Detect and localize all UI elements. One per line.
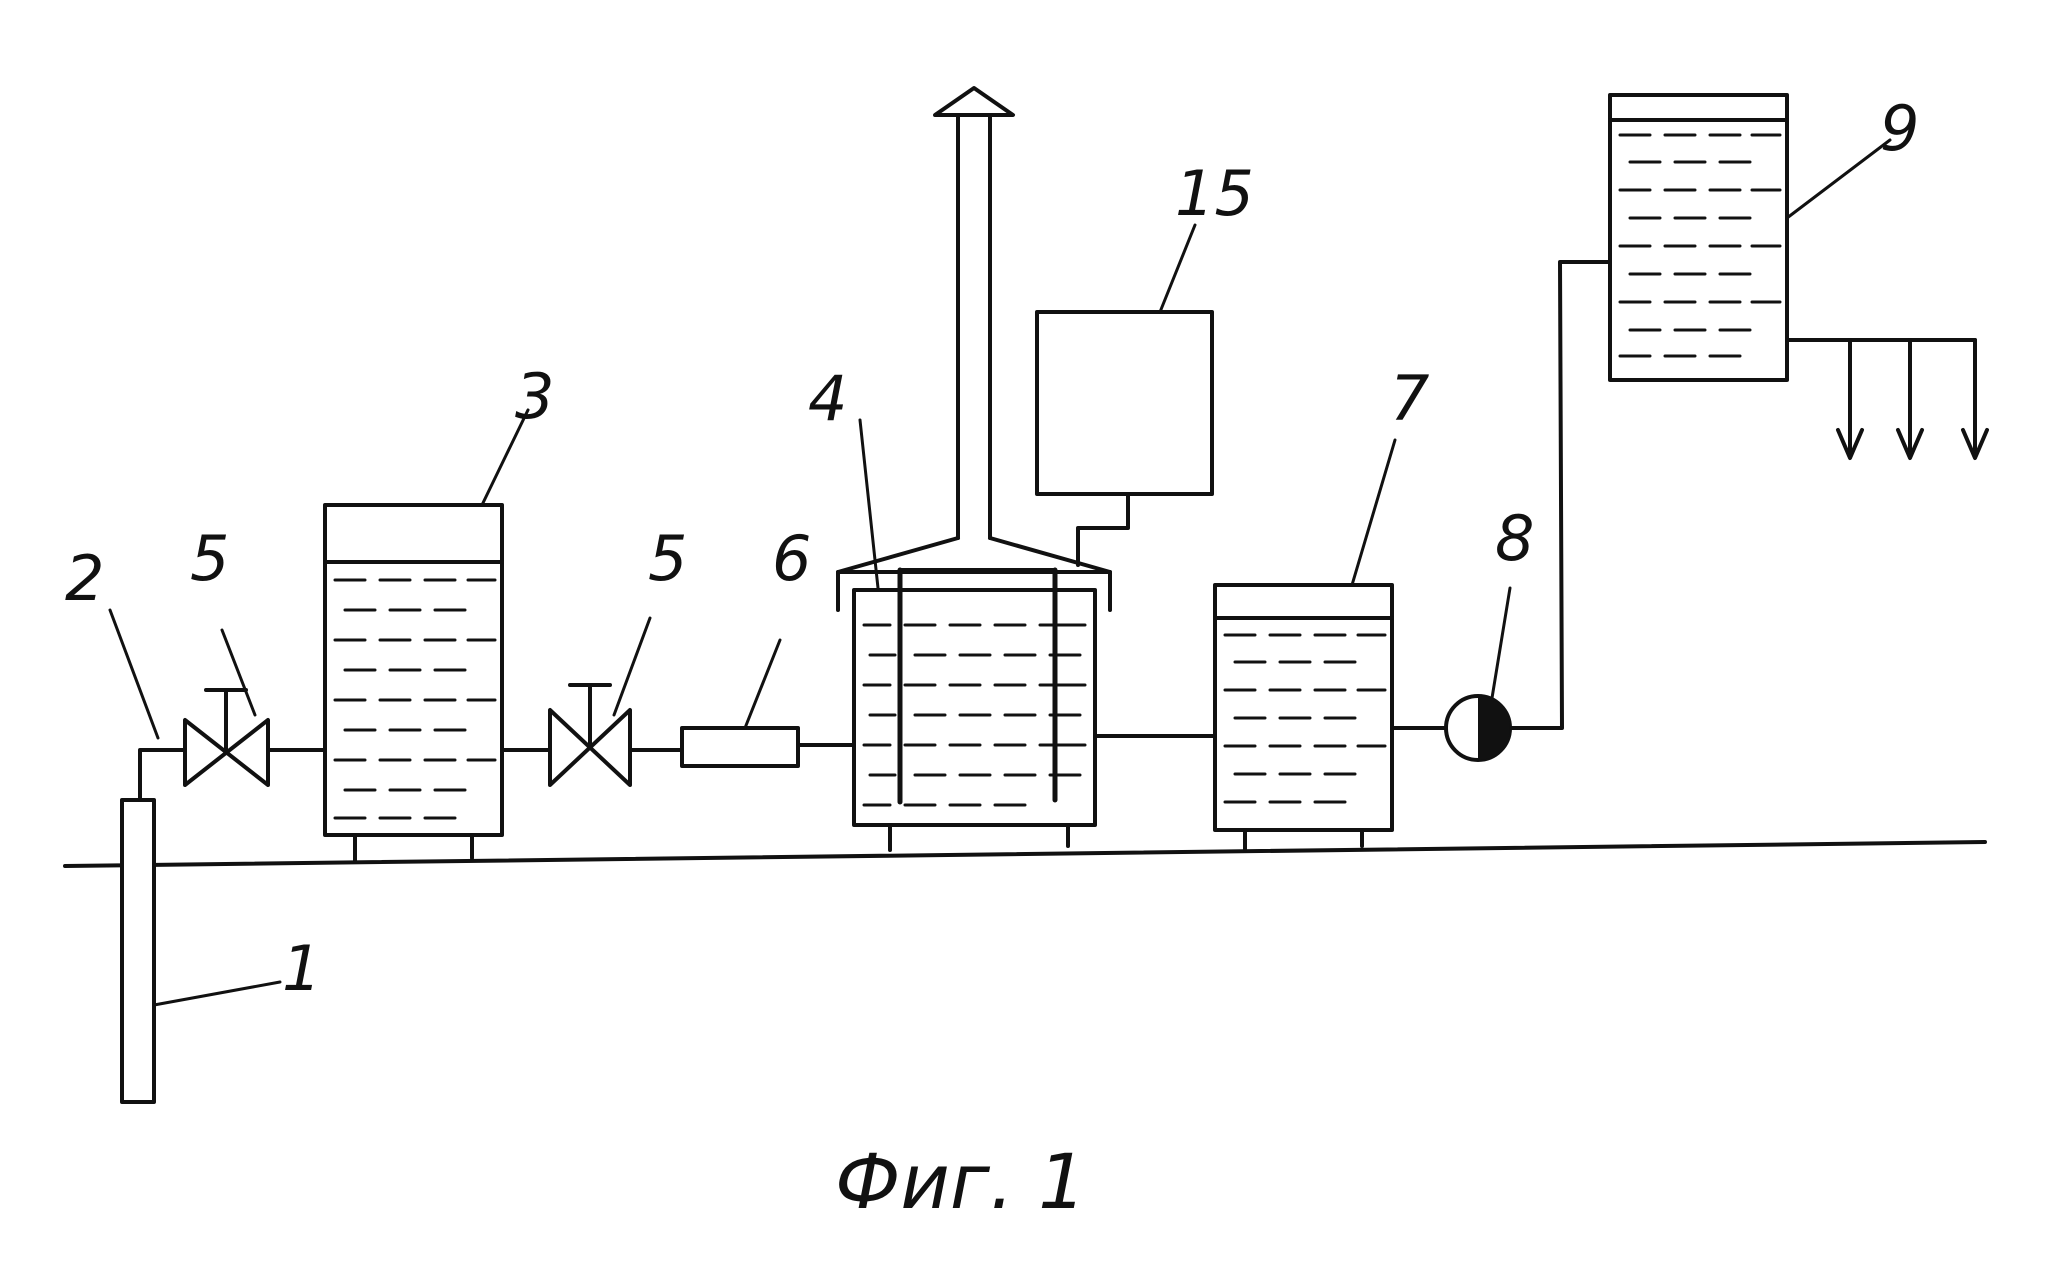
label-valve-right: 5 bbox=[648, 522, 687, 595]
well bbox=[120, 798, 156, 1104]
label-tower-tank: 9 bbox=[1880, 92, 1919, 165]
label-reactor: 4 bbox=[808, 362, 847, 435]
tower-tank bbox=[1608, 93, 1789, 382]
label-unit-6: 6 bbox=[772, 522, 811, 595]
label-pump: 8 bbox=[1495, 502, 1534, 575]
label-tank-second: 7 bbox=[1390, 362, 1429, 435]
distribution-outlets bbox=[1785, 338, 1989, 460]
label-pipe: 2 bbox=[65, 542, 104, 615]
valve-right bbox=[548, 683, 632, 787]
reactor bbox=[836, 86, 1112, 852]
pump bbox=[1444, 694, 1512, 762]
leader-lines bbox=[108, 138, 1892, 1007]
tank-first bbox=[323, 503, 504, 864]
label-control-unit: 15 bbox=[1175, 157, 1254, 230]
main-pipeline bbox=[138, 260, 1612, 802]
control-unit bbox=[1035, 310, 1214, 567]
valve-left bbox=[183, 688, 270, 787]
unit-6 bbox=[680, 726, 800, 768]
tank-second bbox=[1213, 583, 1394, 852]
label-valve-left: 5 bbox=[190, 522, 229, 595]
ground-line bbox=[63, 840, 1987, 868]
figure-caption: Фиг. 1 bbox=[835, 1137, 1086, 1226]
label-tank-first: 3 bbox=[515, 360, 554, 433]
label-well: 1 bbox=[282, 932, 321, 1005]
